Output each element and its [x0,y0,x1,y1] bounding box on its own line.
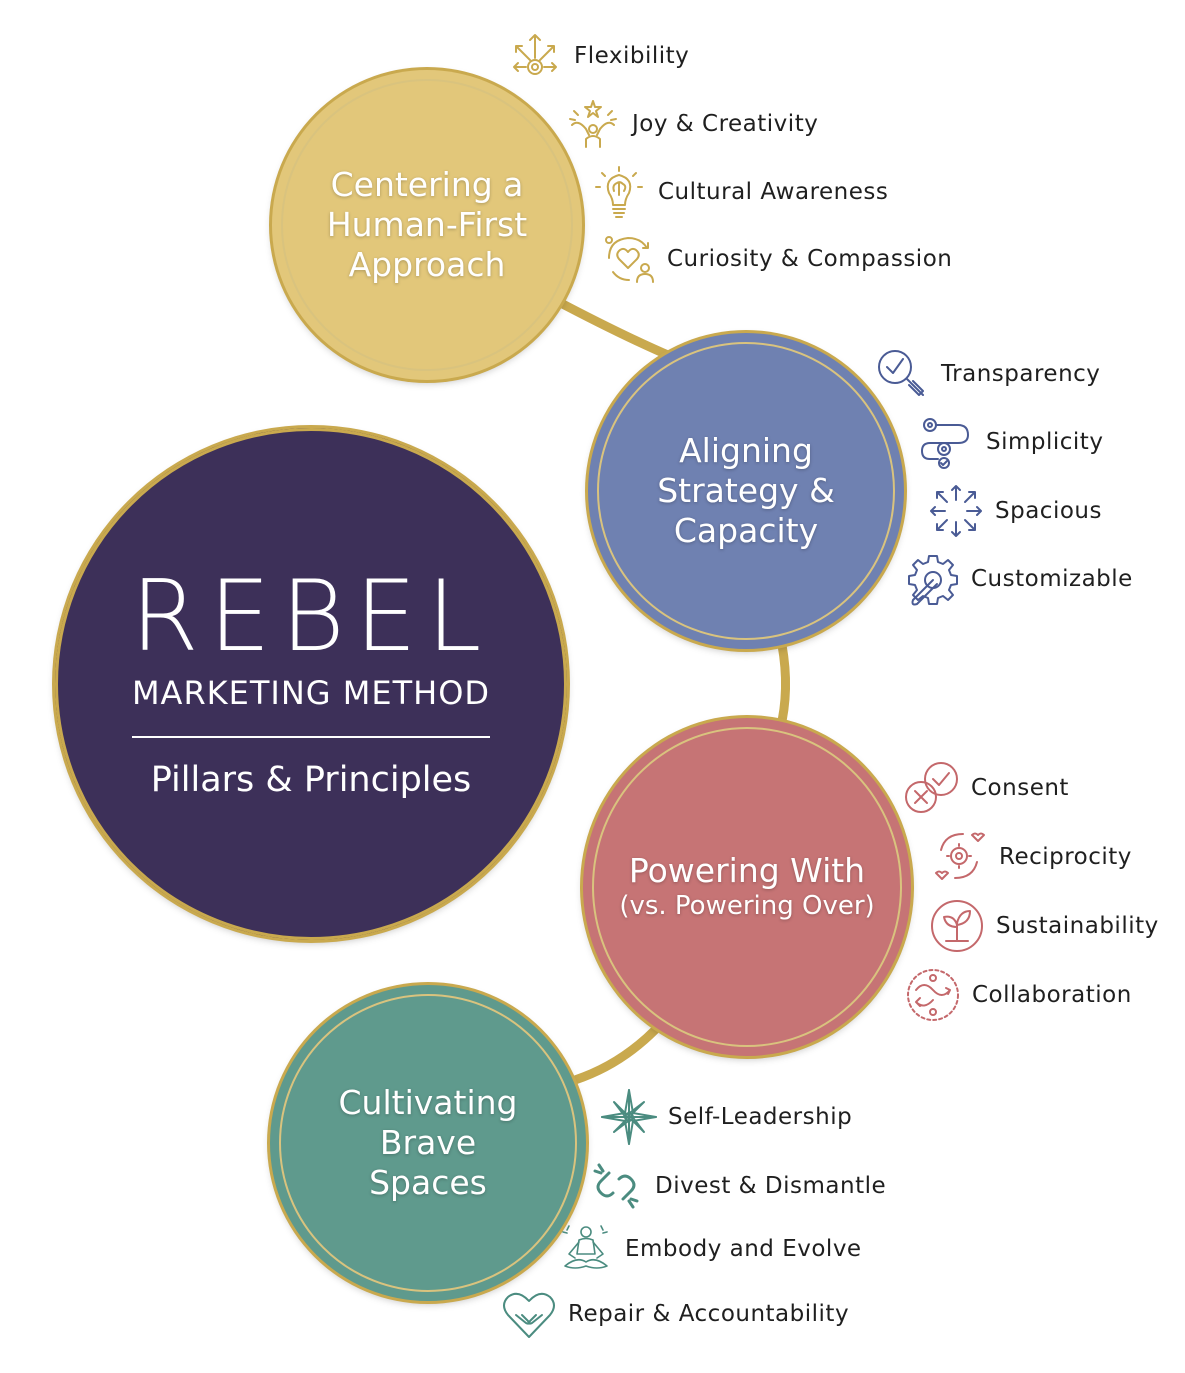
arrows-gear-icon [506,27,564,85]
principle-item: Consent [903,759,1069,817]
principle-label: Curiosity & Compassion [667,246,953,272]
heart-hands-icon [500,1285,558,1343]
principle-label: Self-Leadership [668,1104,853,1130]
principle-label: Divest & Dismantle [655,1173,887,1199]
broken-chain-icon [587,1157,645,1215]
gear-heart-cycle-icon [931,828,989,886]
main-divider [131,736,490,738]
pillar-label: Powering With (vs. Powering Over) [619,851,874,923]
pillar-ring [597,342,895,640]
gear-path-icon [918,413,976,471]
principle-label: Consent [971,775,1069,801]
principle-item: Simplicity [918,413,1103,471]
principle-item: Curiosity & Compassion [599,230,952,288]
celebration-hands-icon [564,95,622,153]
principle-label: Joy & Creativity [632,111,819,137]
collaboration-arrows-icon [904,966,962,1024]
pillar-label-line: Spaces [369,1163,487,1203]
pillar-label: Centering a Human-First Approach [327,165,527,286]
principle-label: Embody and Evolve [625,1236,862,1262]
pillar-label-line: Powering With [628,851,866,891]
pillar-circle-powering-with: Powering With (vs. Powering Over) [583,718,911,1056]
principle-item: Collaboration [904,966,1132,1024]
principle-label: Reciprocity [999,844,1132,870]
meditation-icon [557,1220,615,1278]
pillar-label-line: Brave [379,1122,477,1162]
principle-item: Divest & Dismantle [587,1157,886,1215]
pillar-label-line: (vs. Powering Over) [619,891,875,922]
principle-label: Repair & Accountability [568,1301,850,1327]
pillar-circle-strategy-capacity: Aligning Strategy & Capacity [588,333,904,649]
main-subtitle: MARKETING METHOD [131,674,491,712]
main-circle: REBEL MARKETING METHOD Pillars & Princip… [55,428,567,940]
principle-item: Cultural Awareness [590,163,888,221]
principle-label: Spacious [995,498,1102,524]
principle-label: Cultural Awareness [658,179,889,205]
lightbulb-brain-icon [590,163,648,221]
heart-cycle-person-icon [599,230,657,288]
compass-star-icon [600,1088,658,1146]
principle-item: Embody and Evolve [557,1220,862,1278]
main-title-block: REBEL MARKETING METHOD Pillars & Princip… [131,568,492,800]
pillar-ring [592,727,902,1047]
pillar-label: Aligning Strategy & Capacity [657,431,835,552]
pillar-circle-brave-spaces: Cultivating Brave Spaces [270,985,586,1301]
pillar-label-line: Centering a [330,164,524,204]
pillar-label: Cultivating Brave Spaces [339,1083,518,1204]
principle-item: Self-Leadership [600,1088,852,1146]
main-circle-ring [55,428,567,940]
principle-label: Sustainability [996,913,1159,939]
principle-label: Transparency [941,361,1101,387]
sprout-icon [928,897,986,955]
gear-brush-icon [903,550,961,608]
principle-label: Collaboration [972,982,1132,1008]
principle-item: Joy & Creativity [564,95,818,153]
pillar-circle-human-first: Centering a Human-First Approach [272,70,582,380]
principle-item: Reciprocity [931,828,1132,886]
pillar-label-line: Human-First [326,204,528,244]
principle-item: Customizable [903,550,1133,608]
pillar-ring [281,79,573,371]
principle-item: Spacious [927,482,1102,540]
principle-label: Customizable [971,566,1133,592]
expand-arrows-icon [927,482,985,540]
pillar-label-line: Strategy & [657,470,835,510]
check-cross-icon [903,759,961,817]
principle-item: Repair & Accountability [500,1285,849,1343]
principle-label: Flexibility [574,43,690,69]
pillar-label-line: Approach [348,245,506,285]
principle-item: Transparency [873,345,1100,403]
main-title: REBEL [130,560,492,674]
principle-label: Simplicity [986,429,1104,455]
pillar-label-line: Cultivating [338,1082,518,1122]
magnifier-check-icon [873,345,931,403]
main-tagline: Pillars & Principles [150,760,472,800]
pillar-label-line: Aligning [679,430,813,470]
principle-item: Sustainability [928,897,1159,955]
pillar-label-line: Capacity [673,511,819,551]
principle-item: Flexibility [506,27,689,85]
pillar-ring [279,994,577,1292]
